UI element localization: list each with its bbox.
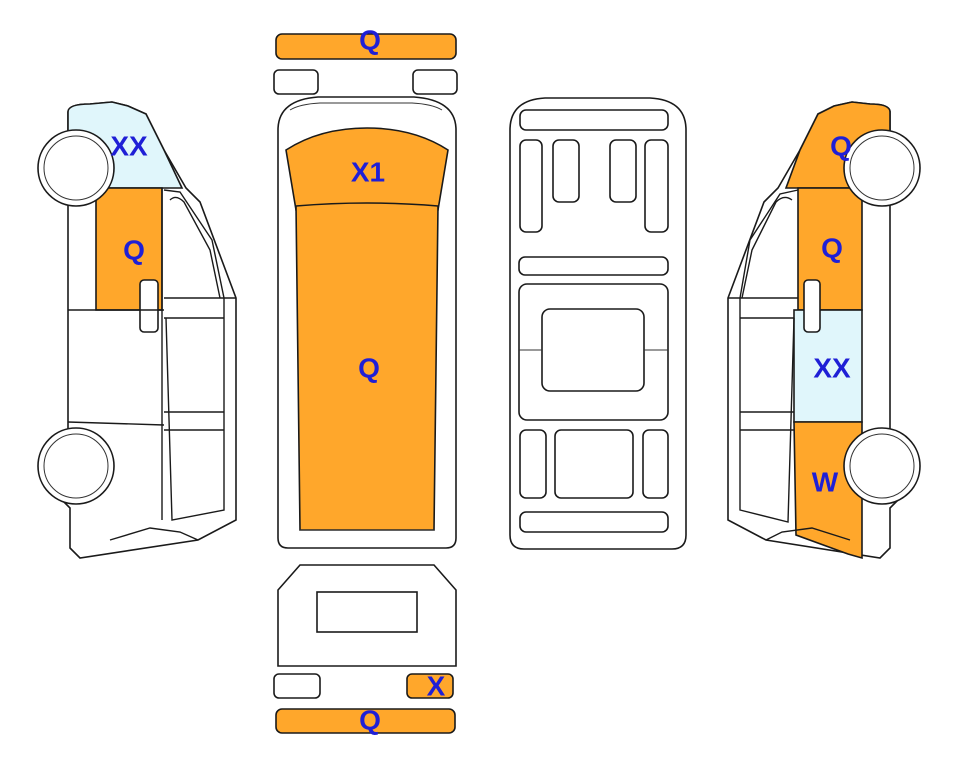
- label-left-front-fender: XX: [110, 130, 148, 161]
- rear-bumper: [275, 708, 456, 734]
- rear-window: [316, 591, 418, 633]
- right-rear-wheel: [843, 427, 921, 505]
- rear-view: [273, 564, 457, 734]
- mirror-right: [412, 69, 458, 95]
- label-right-front-door: Q: [821, 232, 843, 263]
- label-right-rear-quarter: W: [812, 466, 839, 497]
- front-bumper: [275, 33, 457, 60]
- label-roof-main: Q: [358, 352, 380, 383]
- damage-labels: Q X1 Q X Q XX Q Q Q XX W: [110, 24, 852, 735]
- mirror-left: [273, 69, 319, 95]
- roof-front-panel: [285, 127, 449, 211]
- right-side-view: [727, 101, 921, 560]
- rear-light-right: [406, 673, 454, 699]
- label-rear-bumper: Q: [359, 704, 381, 735]
- right-front-wheel: [843, 129, 921, 207]
- left-rear-wheel: [37, 427, 115, 505]
- roof-main-panel: [295, 202, 439, 531]
- label-front-bumper: Q: [359, 24, 381, 55]
- top-view: [273, 33, 458, 549]
- label-right-front-fender: Q: [830, 130, 852, 161]
- left-side-view: [37, 101, 237, 559]
- left-front-wheel: [37, 129, 115, 207]
- label-roof-front: X1: [351, 156, 385, 187]
- floor-view: [509, 97, 687, 550]
- rear-light-left: [273, 673, 321, 699]
- label-rear-light-right: X: [427, 670, 446, 701]
- label-right-slide-door: XX: [813, 352, 851, 383]
- label-left-front-door: Q: [123, 234, 145, 265]
